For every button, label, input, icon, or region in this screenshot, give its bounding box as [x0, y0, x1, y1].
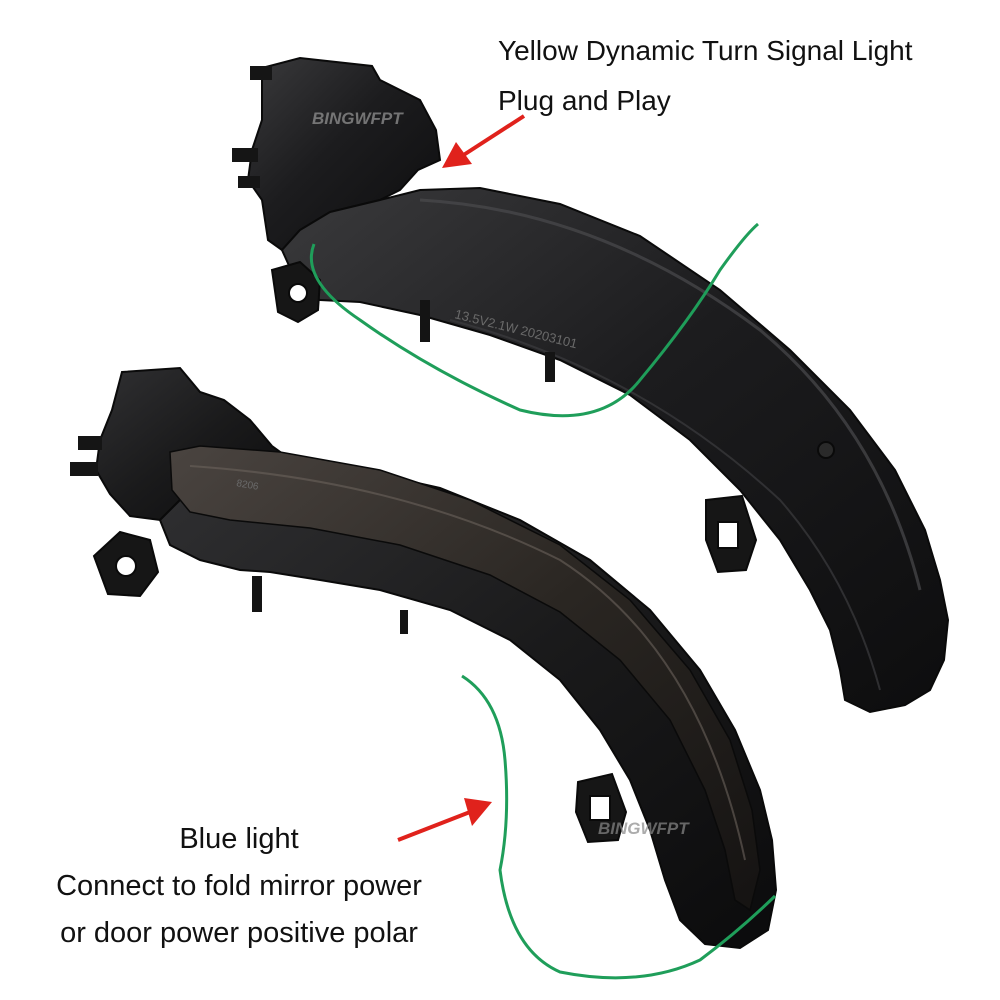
bottom-caption-line: or door power positive polar	[60, 917, 418, 949]
top-connector-pin	[238, 176, 260, 188]
bottom-connector-pin	[78, 436, 102, 450]
top-arm-ridge	[419, 198, 922, 591]
top-green-wire	[309, 222, 759, 418]
top-connector-pin	[232, 148, 258, 162]
bottom-mounting-tab	[574, 772, 628, 844]
bottom-caption: Blue light Connect to fold mirror power …	[14, 816, 464, 957]
top-watermark: BINGWFPT	[312, 109, 404, 128]
top-caption-line: Yellow Dynamic Turn Signal Light	[498, 35, 913, 66]
bottom-lens-strip	[169, 445, 761, 912]
bottom-peg	[252, 576, 262, 612]
bottom-turn-signal-unit: 8206 BINGWFPT	[70, 366, 778, 980]
bottom-peg	[400, 610, 408, 634]
top-mounting-tab	[270, 260, 322, 324]
top-caption: Yellow Dynamic Turn Signal Light Plug an…	[498, 26, 913, 126]
bottom-mounting-tab	[92, 530, 160, 598]
top-mounting-tab	[817, 441, 835, 459]
top-connector-pin	[250, 66, 272, 80]
bottom-caption-line: Connect to fold mirror power	[56, 870, 422, 902]
bottom-lens-highlight	[189, 465, 746, 861]
top-peg	[545, 352, 555, 382]
top-turn-signal-unit: 13.5V2.1W 20203101 BINGWFPT	[232, 56, 950, 714]
top-caption-line: Plug and Play	[498, 85, 671, 116]
top-arm-body	[280, 186, 950, 714]
top-callout-arrow	[442, 114, 526, 168]
top-peg	[420, 300, 430, 342]
bottom-callout-arrow	[397, 798, 492, 842]
bottom-watermark: BINGWFPT	[598, 819, 690, 838]
bottom-part-marking: 8206	[235, 478, 259, 493]
top-mounting-tab	[705, 494, 758, 574]
bottom-green-wire	[461, 674, 777, 980]
bottom-connector-pin	[70, 462, 98, 476]
bottom-caption-line: Blue light	[179, 823, 299, 855]
